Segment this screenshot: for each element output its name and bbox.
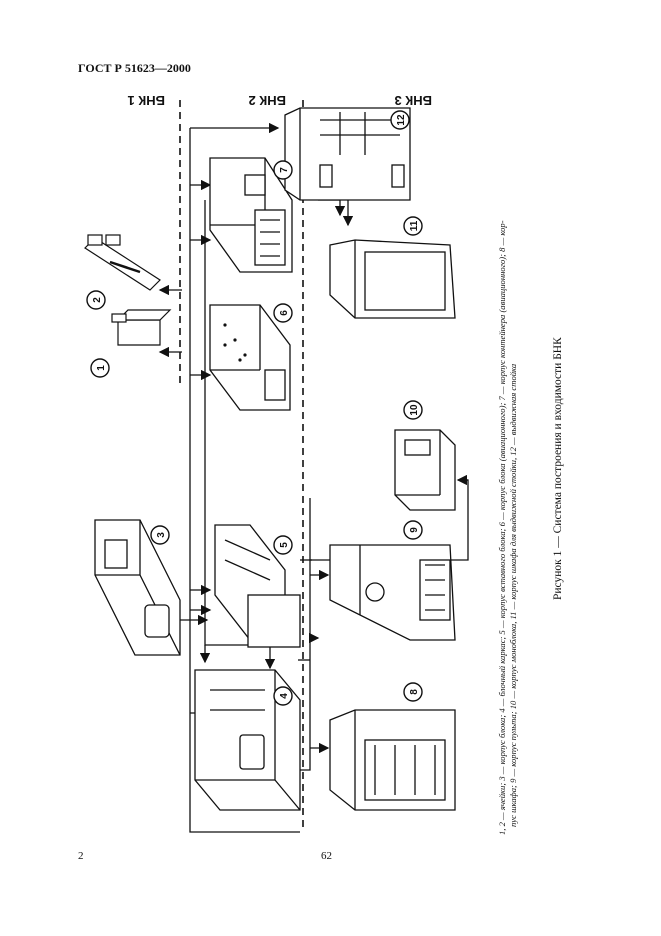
item-markers — [86, 110, 423, 706]
marker-label-8: 8 — [409, 689, 420, 695]
marker-12 — [390, 110, 410, 130]
marker-label-11: 11 — [409, 220, 420, 231]
marker-6 — [273, 303, 293, 323]
marker-3 — [150, 525, 170, 545]
marker-label-9: 9 — [409, 527, 420, 533]
marker-label-12: 12 — [396, 114, 407, 126]
marker-7 — [273, 160, 293, 180]
item-6-avia-block — [209, 304, 291, 411]
marker-label-6: 6 — [279, 310, 290, 316]
figure-legend-line-2: пус шкафа; 9 — корпус пульта; 10 — корпу… — [508, 363, 518, 827]
item-3-housing — [94, 519, 181, 656]
page-number-center: 62 — [321, 850, 332, 862]
item-9-console — [329, 544, 456, 641]
item-1-cell — [111, 309, 172, 346]
zone-label-bnk2: БНК 2 — [248, 93, 286, 108]
zone-label-bnk3: БНК 3 — [394, 93, 432, 108]
item-12-sliding-rack — [284, 107, 411, 201]
item-8-cabinet — [329, 709, 456, 811]
marker-9 — [403, 520, 423, 540]
item-11-rack-cabinet — [329, 239, 456, 319]
marker-4 — [273, 686, 293, 706]
item-2-cell — [84, 234, 161, 291]
page-number-left: 2 — [78, 850, 84, 862]
item-7-avia-container — [209, 157, 293, 273]
marker-label-10: 10 — [409, 404, 420, 416]
marker-5 — [273, 535, 293, 555]
marker-2 — [86, 290, 106, 310]
marker-label-4: 4 — [279, 693, 290, 699]
zone-separators — [179, 100, 304, 832]
standard-header: ГОСТ Р 51623—2000 — [78, 61, 191, 75]
item-marker-labels: 1 2 3 4 5 6 7 8 9 10 11 12 — [92, 114, 420, 699]
marker-1 — [90, 358, 110, 378]
marker-label-2: 2 — [92, 297, 103, 303]
marker-label-7: 7 — [279, 167, 290, 173]
marker-10 — [403, 400, 423, 420]
marker-11 — [403, 216, 423, 236]
marker-label-3: 3 — [156, 532, 167, 538]
marker-label-1: 1 — [96, 365, 107, 371]
figure-legend: 1, 2 — ячейки; 3 — корпус блока; 4 — бло… — [497, 220, 519, 835]
item-10-monoblock — [394, 429, 456, 511]
item-4-frame — [194, 669, 301, 811]
marker-label-5: 5 — [279, 542, 290, 548]
marker-8 — [403, 682, 423, 702]
figure-caption: Рисунок 1 — Система построения и входимо… — [552, 337, 564, 600]
figure-legend-line-1: 1, 2 — ячейки; 3 — корпус блока; 4 — бло… — [497, 220, 507, 835]
item-5-plug-in-unit — [214, 524, 301, 648]
zone-label-bnk1: БНК 1 — [127, 93, 165, 108]
